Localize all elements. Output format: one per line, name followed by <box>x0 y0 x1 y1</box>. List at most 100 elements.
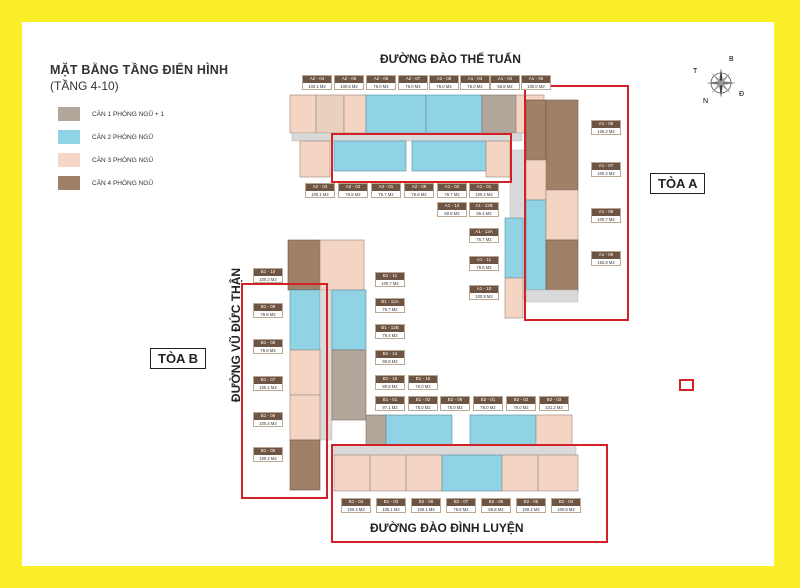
unit-area: 76.6 M2 <box>411 191 427 197</box>
unit-area: 100.4 M2 <box>475 191 493 197</box>
unit-code: B2 - 04 <box>552 499 580 506</box>
unit-area: 126.2 M2 <box>597 128 615 134</box>
tower-b-plan <box>287 239 579 492</box>
unit-area: 100.3 M2 <box>259 276 277 282</box>
unit-area: 100.9 M2 <box>475 293 493 299</box>
unit-block <box>481 94 517 134</box>
unit-code: B1 - 10 <box>254 269 282 276</box>
unit-code: B1 - 15 <box>376 376 404 383</box>
legend-item-1br: CĂN 1 PHÒNG NGỦ + 1 <box>58 107 164 121</box>
unit-block <box>331 349 367 421</box>
legend-swatch <box>58 107 80 121</box>
unit-area: 97.1 M2 <box>382 404 398 410</box>
unit-code: B2 - 07 <box>447 499 475 506</box>
unit-block <box>545 99 579 191</box>
unit-code: B1 - 08 <box>254 340 282 347</box>
unit-area: 76.0 M2 <box>405 83 421 89</box>
unit-code: A1 - 03 <box>461 76 489 83</box>
unit-block <box>545 239 579 293</box>
unit-code: A1 - 04 <box>491 76 519 83</box>
unit-block <box>385 414 453 446</box>
unit-block <box>405 454 443 492</box>
unit-block <box>469 414 537 446</box>
legend-label: CĂN 3 PHÒNG NGỦ <box>92 156 154 164</box>
tower-a-plan <box>289 94 579 319</box>
unit-code: A2 - 06 <box>367 76 395 83</box>
compass-icon: B T Đ N <box>693 56 753 108</box>
unit-code: B1 - 11 <box>376 273 404 280</box>
unit-area: 76.9 M2 <box>260 347 276 353</box>
road-name-bottom: ĐƯỜNG ĐÀO ĐÌNH LUYỆN <box>370 521 524 535</box>
unit-block <box>369 454 407 492</box>
unit-area: 100.1 M2 <box>417 506 435 512</box>
legend-item-3br: CĂN 3 PHÒNG NGỦ <box>58 153 153 167</box>
unit-area: 76.6 M2 <box>345 191 361 197</box>
unit-code: A2 - 05 <box>335 76 363 83</box>
unit-area: 100.7 M2 <box>381 280 399 286</box>
highlight-outline <box>331 444 608 543</box>
legend-swatch <box>58 176 80 190</box>
unit-area: 76.0 M2 <box>447 404 463 410</box>
legend-item-4br: CĂN 4 PHÒNG NGỦ <box>58 176 153 190</box>
building-label-b: TÒA B <box>150 348 206 369</box>
unit-code: B2 - 09 <box>441 397 469 404</box>
unit-area: 100.7 M2 <box>597 216 615 222</box>
unit-code: A1 - 11 <box>470 257 498 264</box>
unit-area: 76.0 M2 <box>373 83 389 89</box>
unit-code: A2 - 02 <box>339 184 367 191</box>
unit-code: A2 - 03 <box>306 184 334 191</box>
unit-area: 76.7 M2 <box>382 306 398 312</box>
unit-block <box>504 217 524 279</box>
unit-code: A1 - 08 <box>592 209 620 216</box>
unit-code: B1 - 14 <box>376 351 404 358</box>
unit-block <box>289 439 321 491</box>
unit-area: 100.2 M2 <box>522 506 540 512</box>
unit-code: A1 - 09 <box>592 252 620 259</box>
unit-area: 100.4 M2 <box>347 506 365 512</box>
legend-swatch <box>58 153 80 167</box>
unit-area: 76.7 M2 <box>476 236 492 242</box>
compass-letter-t: T <box>693 68 698 75</box>
unit-area: 100.4 M2 <box>597 170 615 176</box>
unit-code: B2 - 03 <box>540 397 568 404</box>
building-label-a: TÒA A <box>650 173 706 194</box>
unit-code: B1 - 12B <box>376 325 404 332</box>
compass-letter-b: B <box>729 56 734 63</box>
unit-area: 90.8 M2 <box>382 358 398 364</box>
unit-code: B2 - 01 <box>474 397 502 404</box>
unit-code: A2 - 01 <box>372 184 400 191</box>
unit-code: B2 - 06 <box>482 499 510 506</box>
legend-label: CĂN 2 PHÒNG NGỦ <box>92 133 154 141</box>
unit-code: A2 - 09 <box>405 184 433 191</box>
unit-code: A1 - 10 <box>470 286 498 293</box>
unit-code: B1 - 02 <box>409 397 437 404</box>
unit-block <box>333 140 407 172</box>
unit-area: 100.4 M2 <box>259 420 277 426</box>
unit-area: 76.7 M2 <box>444 191 460 197</box>
unit-block <box>343 94 367 134</box>
unit-code: A1 - 14 <box>438 203 466 210</box>
